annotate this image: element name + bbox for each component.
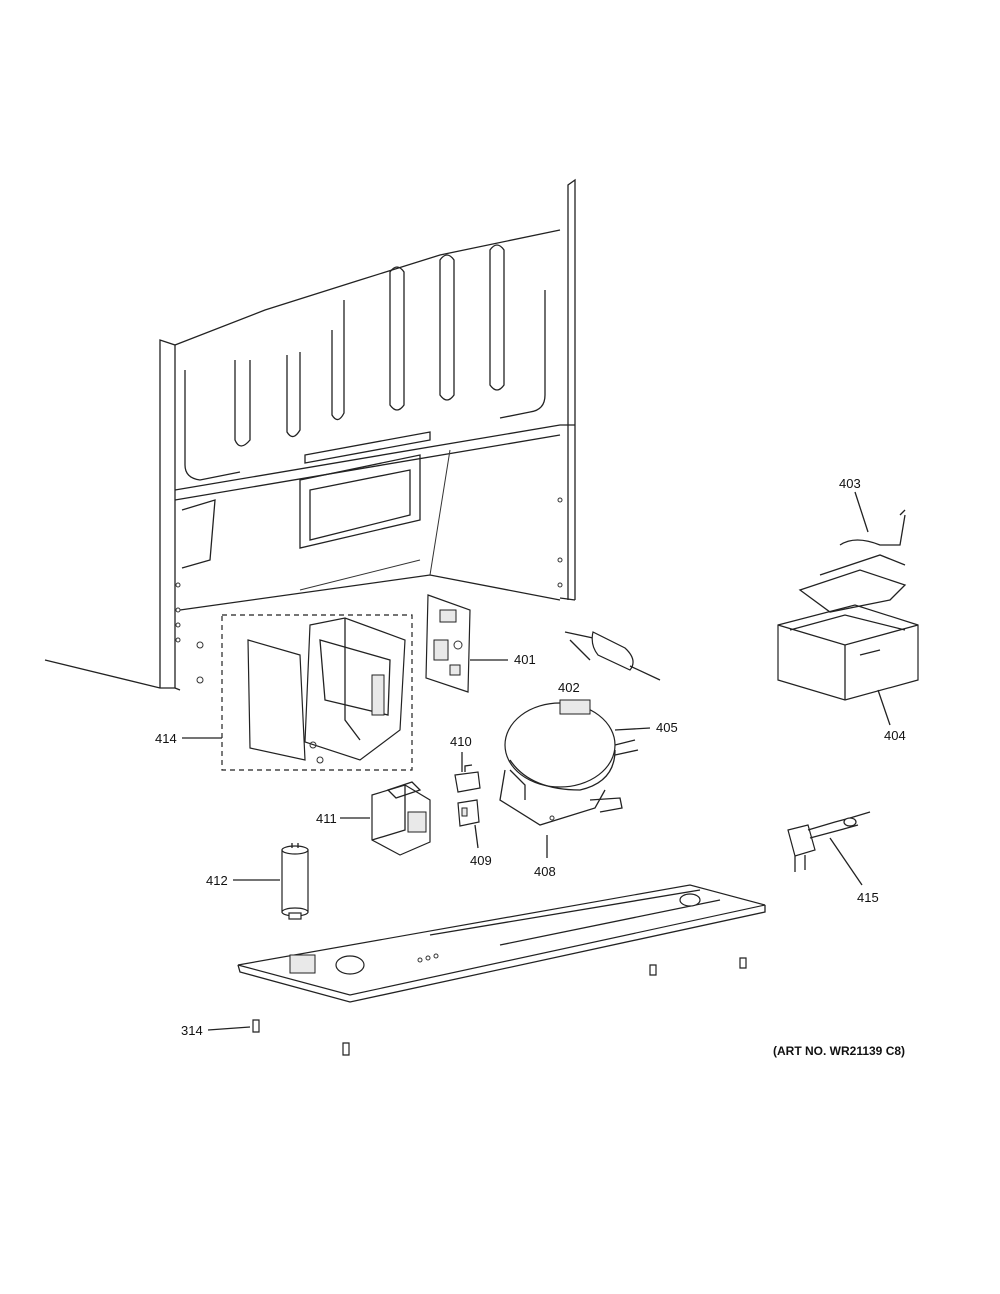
start-relay [454, 764, 481, 793]
callout-405: 405 [656, 720, 678, 735]
base-plate [237, 884, 766, 1003]
callout-403: 403 [839, 476, 861, 491]
filter-dryer [564, 631, 661, 681]
art-number: (ART NO. WR21139 C8) [773, 1044, 905, 1058]
callout-412: 412 [206, 873, 228, 888]
callout-409: 409 [470, 853, 492, 868]
compressor [499, 699, 639, 826]
callout-labels: 401 402 403 404 405 408 409 410 411 412 … [155, 476, 906, 1058]
callout-408: 408 [534, 864, 556, 879]
drain-pan-assembly [777, 509, 919, 701]
electrical-box-assembly [196, 614, 413, 771]
callout-411: 411 [316, 811, 337, 826]
screws [252, 957, 747, 1056]
callout-415: 415 [857, 890, 879, 905]
callout-314: 314 [181, 1023, 203, 1038]
callout-410: 410 [450, 734, 472, 749]
callout-401: 401 [514, 652, 536, 667]
wire-harness [787, 811, 871, 872]
callout-402: 402 [558, 680, 580, 695]
run-capacitor-cover [371, 781, 431, 856]
callout-414: 414 [155, 731, 177, 746]
cabinet-back-panel [44, 178, 576, 691]
callout-404: 404 [884, 728, 906, 743]
run-capacitor [281, 843, 309, 920]
leader-lines [182, 491, 891, 1031]
control-board [425, 594, 471, 693]
overload-protector [457, 799, 480, 827]
